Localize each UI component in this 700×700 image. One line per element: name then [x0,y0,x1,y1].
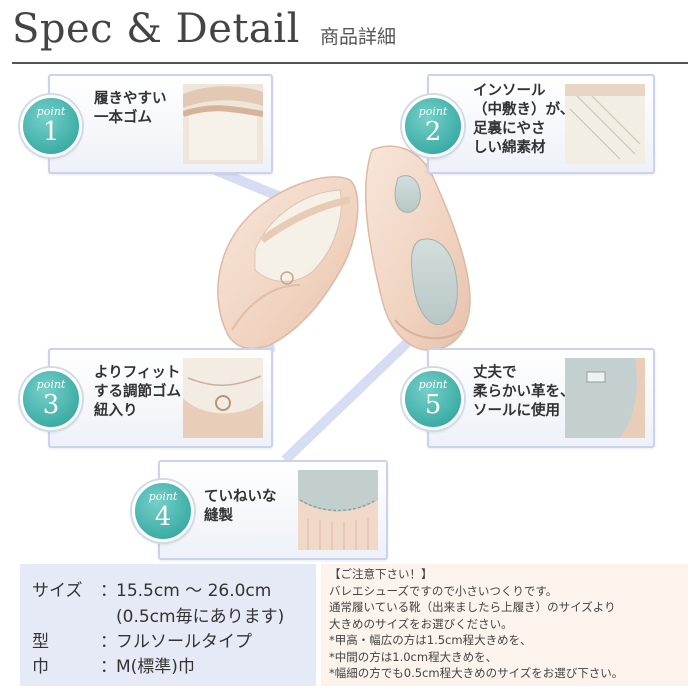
notice-line: バレエシューズですので小さいつくりです。 [329,583,558,598]
point-2-text: インソール （中敷き）が、 足裏にやさ しい綿素材 [473,83,575,156]
point-5-photo [565,358,645,438]
notice-box: 【ご注意下さい！】 バレエシューズですので小さいつくりです。 通常履いている靴（… [321,564,688,686]
spec-box: サイズ ： 15.5cm ～ 26.0cm (0.5cm毎にあります) 型 ： … [20,564,316,686]
point-badge-5: point 5 [402,368,464,430]
right-shoe [364,145,471,351]
point-3-text: よりフィット する調節ゴム 紐入り [94,365,181,419]
point-card-5: 丈夫で 柔らかい革を、 ソールに使用 [427,348,655,448]
notice-line: *中間の方は1.0cm程大きめを、 [329,649,498,664]
notice-line: 通常履いている靴（出来ましたら上履き）のサイズより [329,600,616,614]
header: Spec & Detail 商品詳細 [0,0,700,64]
spec-type-row: 型 ： フルソールタイプ [32,632,252,652]
point-4-photo [298,470,378,550]
header-rule [12,62,688,64]
notice-line: 【ご注意下さい！】 [329,567,433,581]
point-badge-3: point 3 [20,368,82,430]
point-badge-1: point 1 [20,95,82,157]
point-card-4: ていねいな 縫製 [158,460,388,560]
point-2-photo [565,84,645,164]
point-4-text: ていねいな 縫製 [204,489,277,524]
notice-line: *幅細の方でも0.5cm程大きめのサイズをお選び下さい。 [329,666,624,680]
page-title: Spec & Detail [12,6,300,52]
point-3-photo [183,358,263,438]
notice-line: 大きめのサイズをお選びください。 [329,616,513,631]
left-shoe [217,176,359,350]
page-subtitle: 商品詳細 [320,26,397,48]
point-badge-2: point 2 [402,95,464,157]
point-badge-4: point 4 [132,480,194,542]
point-1-text: 履きやすい 一本ゴム [94,91,167,126]
spec-width-row: 巾 ： M(標準)巾 [32,657,195,677]
point-1-photo [183,84,263,164]
point-5-text: 丈夫で 柔らかい革を、 ソールに使用 [473,365,575,419]
point-card-2: インソール （中敷き）が、 足裏にやさ しい綿素材 [427,74,655,174]
spec-size-row: サイズ ： 15.5cm ～ 26.0cm [32,581,272,601]
point-card-1: 履きやすい 一本ゴム [48,74,273,174]
notice-line: *甲高・幅広の方は1.5cm程大きめを、 [329,633,532,647]
